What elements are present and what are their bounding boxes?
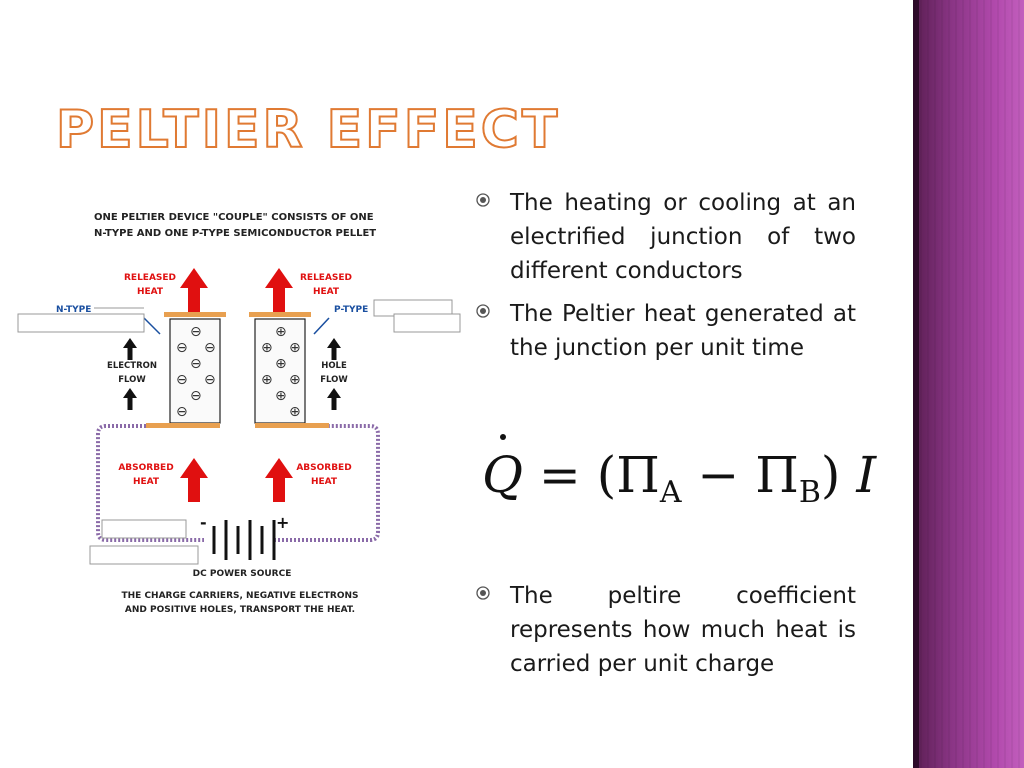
p-type-pointer [313,317,330,335]
released-heat-arrow-right [265,268,293,312]
svg-text:⊖: ⊖ [204,340,216,356]
svg-text:⊕: ⊕ [289,340,301,356]
electron-symbols: ⊖ ⊖ ⊖ ⊖ ⊖ ⊖ ⊖ ⊖ [176,324,216,420]
side-bar-shade [913,0,919,768]
p-type-label: P-TYPE [334,305,368,315]
absorbed-heat-arrow-left [180,458,208,502]
power-source-label: DC POWER SOURCE [193,569,292,579]
n-type-label: N-TYPE [56,305,91,315]
eq-sub-b: B [798,475,821,510]
hole-flow-1: HOLE [321,361,347,371]
bullet-text: The peltire coefficient represents how m… [510,583,856,677]
circle-bullet-icon [476,579,510,604]
released-heat-left-1: RELEASED [124,273,176,283]
bottom-plate-right [255,423,329,428]
released-heat-right-1: RELEASED [300,273,352,283]
svg-text:⊖: ⊖ [204,372,216,388]
circle-bullet-icon [476,186,510,211]
bullet-item: The heating or cooling at an electrified… [476,186,856,288]
svg-text:⊕: ⊕ [275,324,287,340]
svg-text:⊕: ⊕ [261,340,273,356]
slide-title: Peltier Effect [55,99,561,161]
eq-pi-b: Π [755,446,799,504]
battery-symbol [212,520,276,560]
svg-text:⊖: ⊖ [176,340,188,356]
bullet-text: The heating or cooling at an electrified… [510,190,856,284]
peltier-diagram: ONE PELTIER DEVICE "COUPLE" CONSISTS OF … [17,212,461,615]
eq-minus: − [697,446,740,504]
svg-text:⊕: ⊕ [275,388,287,404]
eq-sub-a: A [659,475,682,510]
eq-pi-a: Π [616,446,660,504]
diagram-caption-top-1: ONE PELTIER DEVICE "COUPLE" CONSISTS OF … [94,212,374,223]
circuit-wire [96,424,380,542]
eq-close-paren: ) [820,446,841,504]
hole-flow-2: FLOW [320,375,348,385]
decorative-side-bar [913,0,1024,768]
bottom-plate-left [146,423,220,428]
electron-flow-arrow-top [123,338,137,360]
eq-open-paren: ( [596,446,617,504]
electron-flow-arrow-bottom [123,388,137,410]
plus-sign: + [276,513,289,532]
svg-text:⊕: ⊕ [261,372,273,388]
diagram-caption-top-2: N-TYPE AND ONE P-TYPE SEMICONDUCTOR PELL… [94,228,376,239]
circle-bullet-icon [476,297,510,322]
released-heat-arrow-left [180,268,208,312]
released-heat-right-2: HEAT [313,287,340,297]
hole-flow-arrow-top [327,338,341,360]
absorbed-heat-left-2: HEAT [133,477,160,487]
p-type-blank-box-2 [393,313,461,333]
left-blank-box-2 [89,545,199,565]
bullet-item: The Peltier heat generated at the juncti… [476,297,856,365]
side-bar-stripes [913,0,1024,768]
eq-q-dot: Q [482,430,523,520]
svg-text:⊖: ⊖ [190,356,202,372]
absorbed-heat-right-2: HEAT [311,477,338,487]
eq-equals: = [538,446,581,504]
electron-flow-2: FLOW [118,375,146,385]
hole-symbols: ⊕ ⊕ ⊕ ⊕ ⊕ ⊕ ⊕ ⊕ [261,324,301,420]
svg-text:⊖: ⊖ [190,388,202,404]
left-blank-box-1 [101,519,187,539]
bullet-text: The Peltier heat generated at the juncti… [510,301,856,361]
p-type-pellet [254,318,306,424]
svg-text:⊖: ⊖ [190,324,202,340]
absorbed-heat-arrow-right [265,458,293,502]
eq-current: I [856,446,877,504]
minus-sign: - [200,513,207,532]
diagram-caption-bottom-2: AND POSITIVE HOLES, TRANSPORT THE HEAT. [125,605,355,615]
top-plate-right [249,312,311,317]
svg-text:⊕: ⊕ [289,404,301,420]
svg-text:⊕: ⊕ [289,372,301,388]
hole-flow-arrow-bottom [327,388,341,410]
svg-text:⊕: ⊕ [275,356,287,372]
released-heat-left-2: HEAT [137,287,164,297]
n-type-blank-box [17,313,145,333]
absorbed-heat-right-1: ABSORBED [296,463,351,473]
absorbed-heat-left-1: ABSORBED [118,463,173,473]
diagram-caption-bottom-1: THE CHARGE CARRIERS, NEGATIVE ELECTRONS [122,591,359,601]
top-plate-left [164,312,226,317]
bullet-item: The peltire coefficient represents how m… [476,579,856,681]
svg-text:⊖: ⊖ [176,372,188,388]
electron-flow-1: ELECTRON [107,361,157,371]
n-type-pointer [143,317,161,335]
svg-text:⊖: ⊖ [176,404,188,420]
peltier-equation: Q = (ΠA − ΠB) I [482,430,902,520]
